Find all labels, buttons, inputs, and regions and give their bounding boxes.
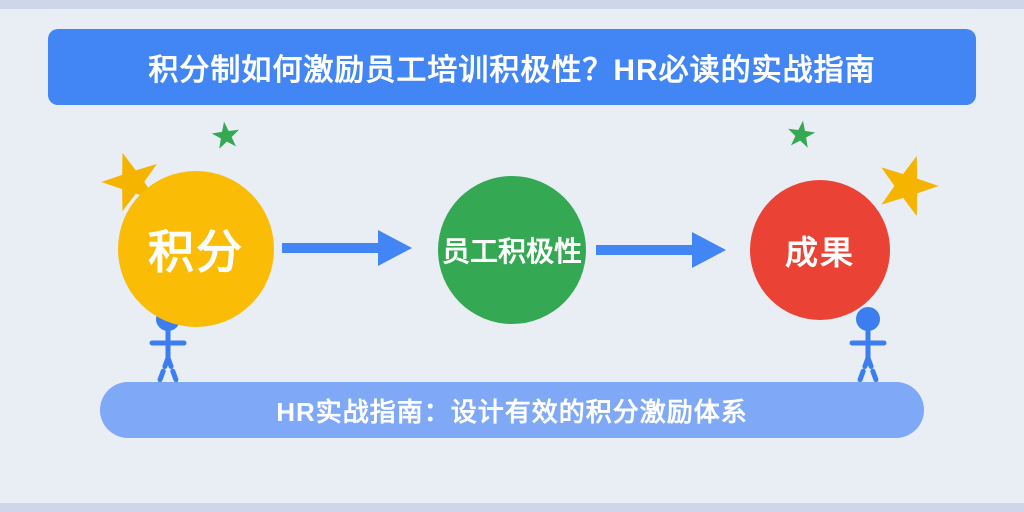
arrow-icon-points-to-engagement	[282, 230, 412, 266]
node-results-label: 成果	[785, 234, 855, 271]
node-engagement-label: 员工积极性	[441, 236, 582, 267]
title-text: 积分制如何激励员工培训积极性？HR必读的实战指南	[148, 54, 876, 87]
title-banner: 积分制如何激励员工培训积极性？HR必读的实战指南	[48, 29, 976, 105]
node-engagement: 员工积极性	[438, 176, 586, 324]
star-icon-small-left	[211, 121, 239, 149]
node-results: 成果	[750, 180, 890, 320]
top-edge-strip	[0, 0, 1024, 9]
footer-text: HR实战指南：设计有效的积分激励体系	[276, 396, 748, 427]
footer-pill: HR实战指南：设计有效的积分激励体系	[100, 382, 924, 438]
star-icon-small-right	[788, 120, 816, 148]
stick-figure-icon-right	[849, 307, 887, 390]
star-icon-large-left	[101, 152, 157, 212]
arrow-icon-engagement-to-results	[596, 232, 726, 268]
bottom-edge-strip	[0, 503, 1024, 512]
node-points-label: 积分	[148, 226, 244, 278]
node-points: 积分	[118, 171, 274, 327]
star-icon-large-right	[881, 155, 939, 217]
